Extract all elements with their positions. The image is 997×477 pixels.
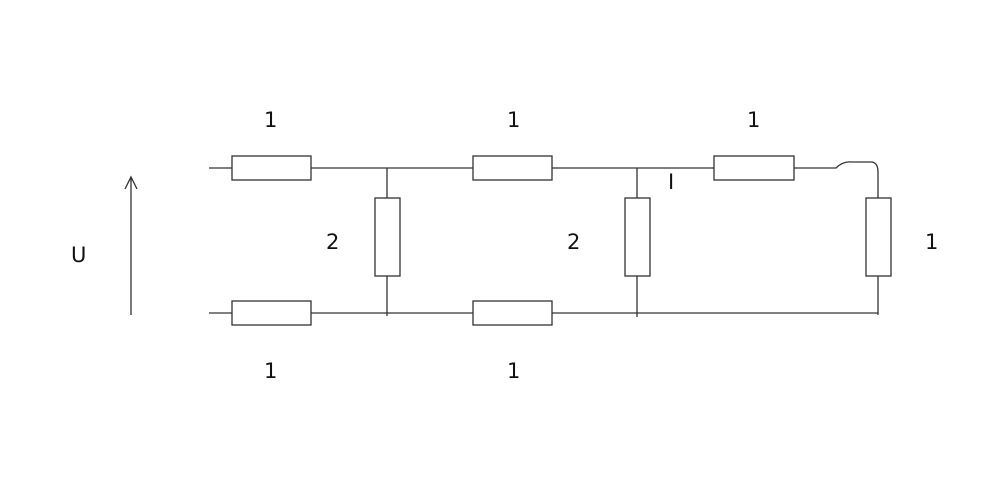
- resistor-shunt-left: [374, 197, 401, 277]
- current-label: I: [668, 170, 674, 194]
- label-shunt-left: 2: [326, 230, 339, 254]
- voltage-arrow-head: [124, 175, 138, 190]
- resistor-top-left: [231, 155, 312, 181]
- label-shunt-middle: 2: [567, 230, 580, 254]
- resistor-shunt-middle: [624, 197, 651, 277]
- label-top-middle: 1: [507, 108, 520, 132]
- label-shunt-right: 1: [925, 230, 938, 254]
- resistor-bottom-middle: [472, 300, 553, 326]
- label-bottom-middle: 1: [507, 359, 520, 383]
- label-bottom-left: 1: [264, 359, 277, 383]
- resistor-shunt-right: [865, 197, 892, 277]
- resistor-bottom-left: [231, 300, 312, 326]
- label-top-right: 1: [747, 108, 760, 132]
- resistor-top-right: [713, 155, 795, 181]
- top-wire-corner: [794, 161, 879, 198]
- voltage-label: U: [71, 243, 86, 267]
- resistor-top-middle: [472, 155, 553, 181]
- label-top-left: 1: [264, 108, 277, 132]
